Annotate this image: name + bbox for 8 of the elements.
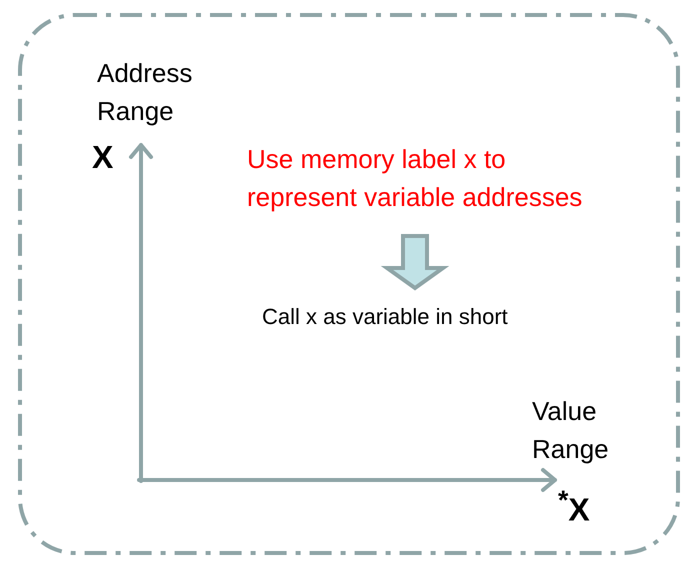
axis-title: Address Range <box>97 57 194 128</box>
block-arrow <box>380 234 450 290</box>
note-text: Use memory label x to represent variable addresses <box>247 143 584 214</box>
dash-dot-frame <box>18 13 680 555</box>
axis-title: Value Range <box>532 395 610 466</box>
note-text: Call x as variable in short <box>262 303 508 331</box>
axis-variable: $^{*}$X <box>558 484 590 530</box>
axis-variable: X <box>92 138 114 176</box>
